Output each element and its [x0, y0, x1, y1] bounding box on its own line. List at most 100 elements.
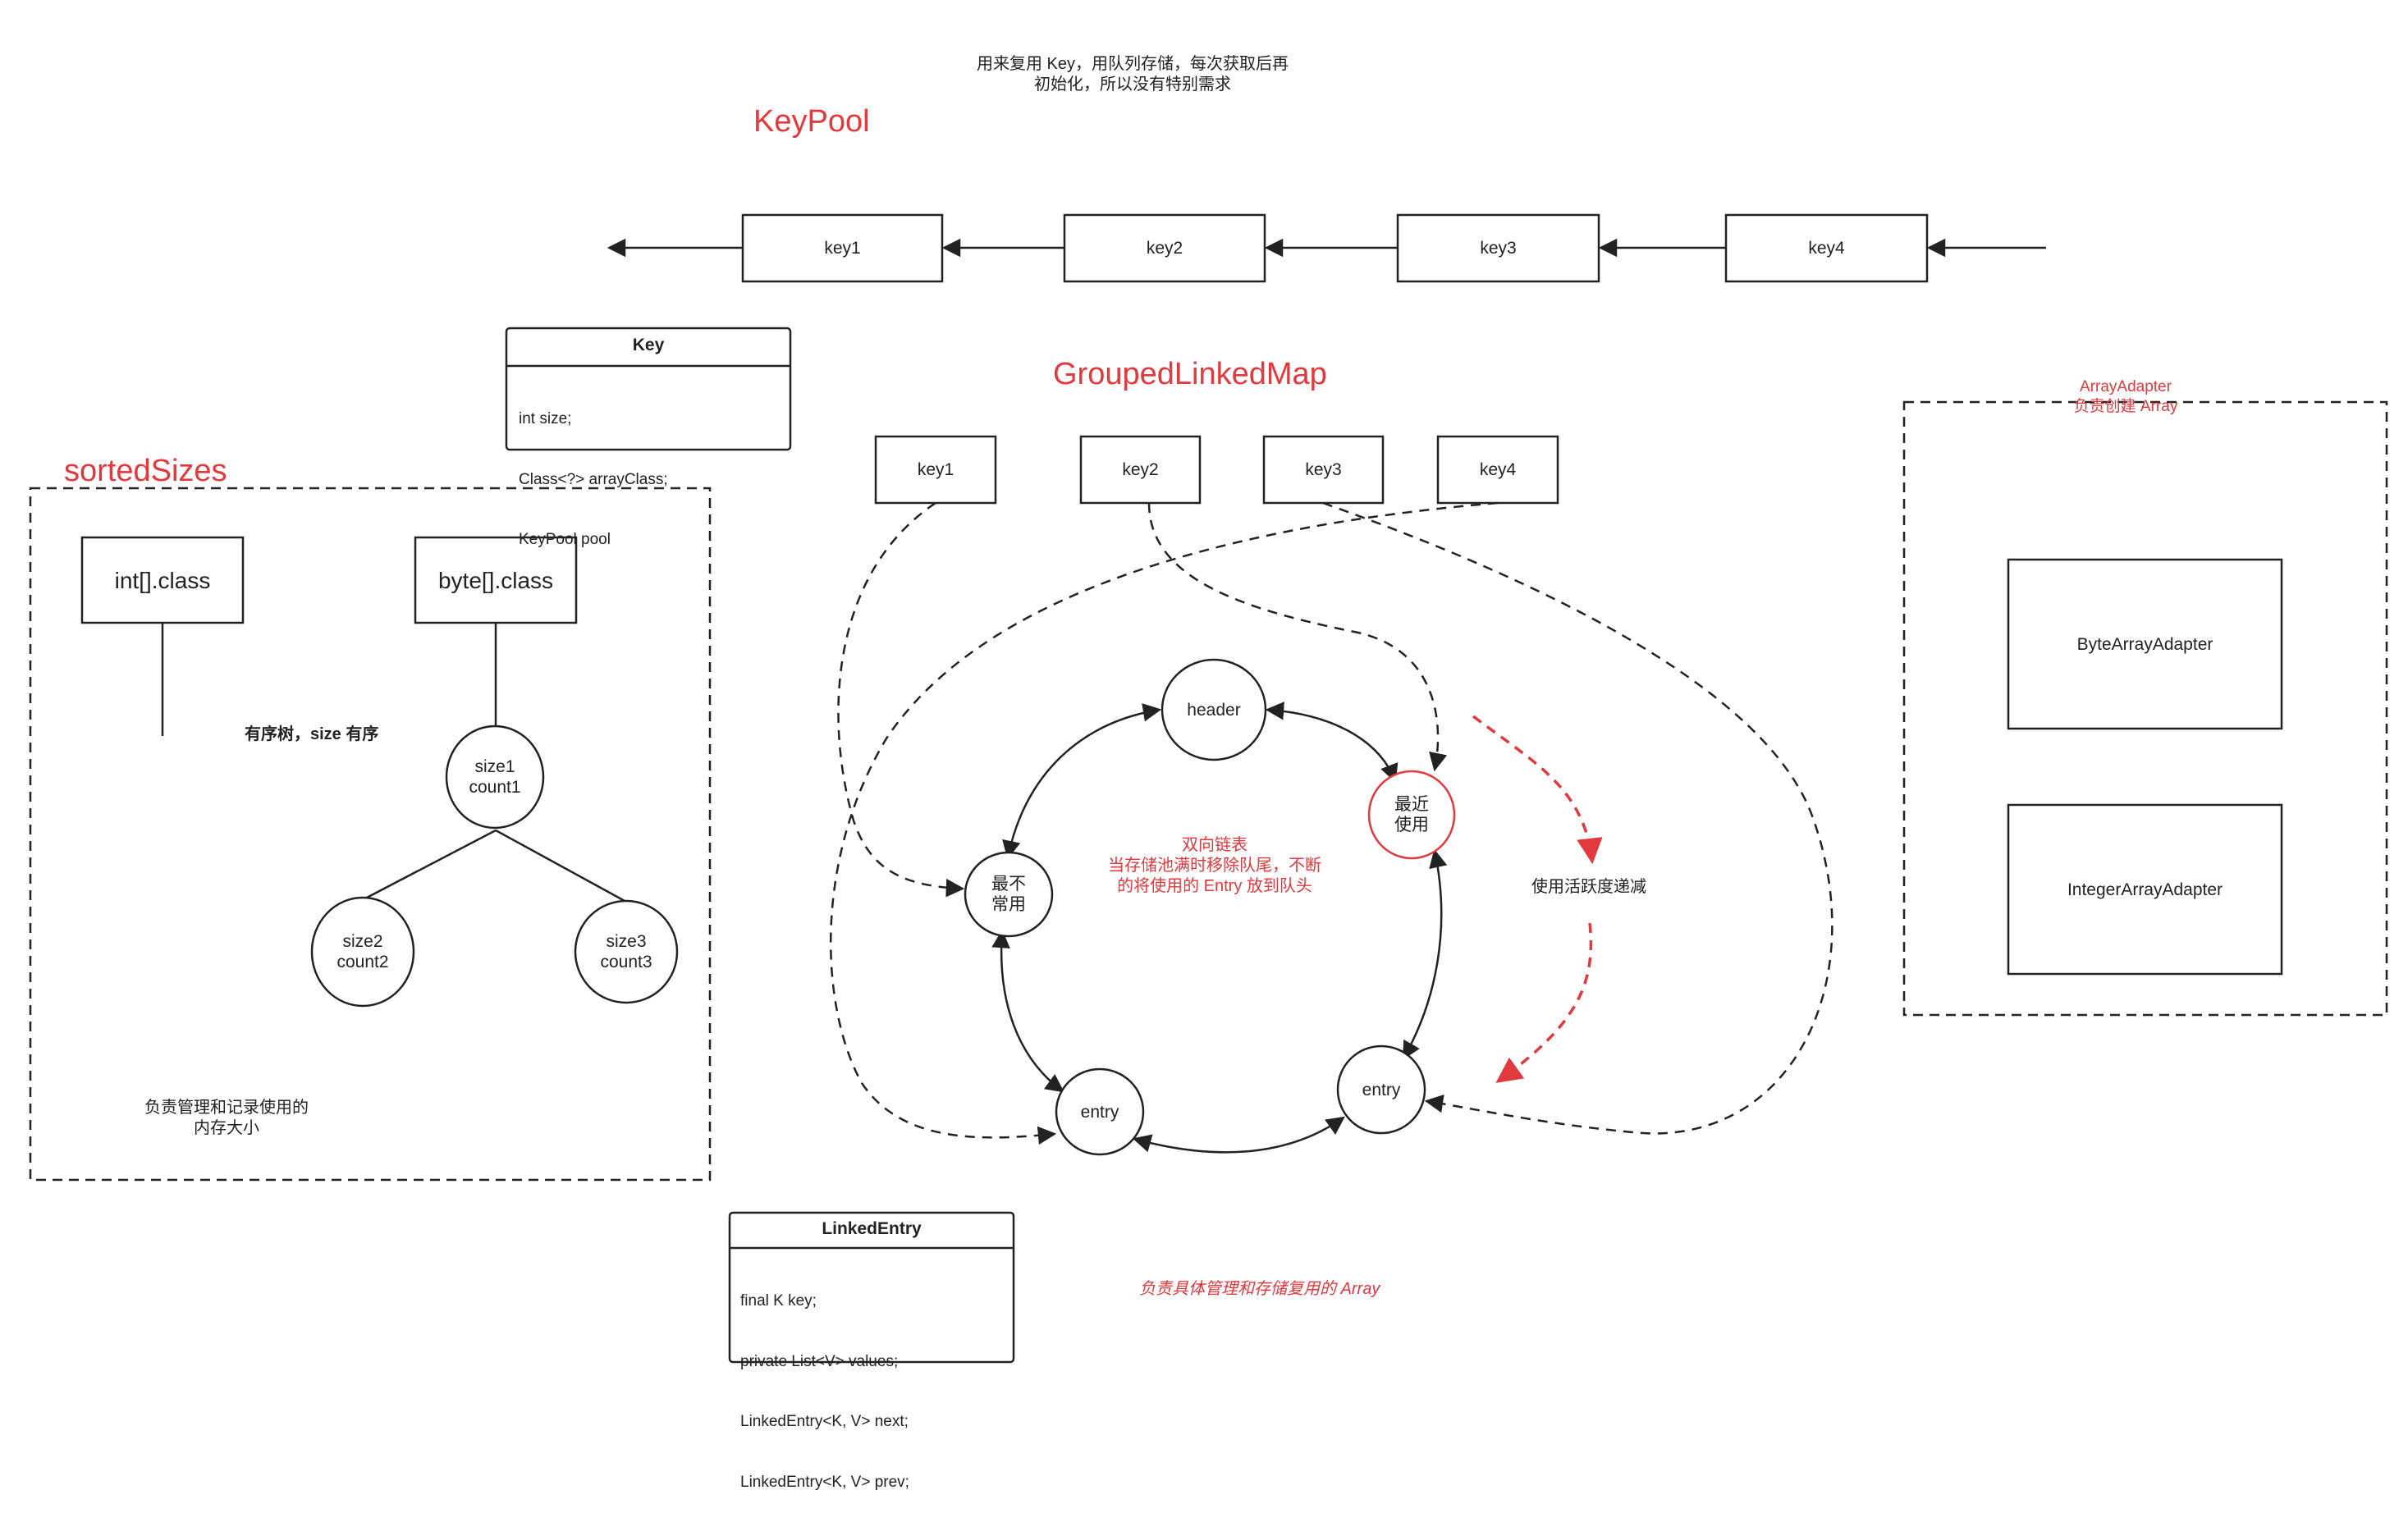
tree-node-size2 — [310, 896, 415, 1008]
node-line: count2 — [336, 953, 389, 971]
ring-header-recent — [1265, 702, 1399, 784]
activity-arrow-lower — [1495, 922, 1593, 1083]
diagram-canvas — [29, 213, 2388, 1364]
ring-node-recent-used — [1367, 770, 1456, 860]
integer-array-adapter-label: IntegerArrayAdapter — [2067, 880, 2223, 899]
keypool-key1-box — [741, 213, 944, 283]
integer-array-adapter-box — [2007, 803, 2283, 976]
glm-key1-label: key1 — [917, 460, 955, 479]
ring-least-entryleft — [991, 929, 1064, 1093]
tree-edge-right — [495, 829, 627, 903]
sorted-sizes-desc-line2: 内存大小 — [194, 1119, 259, 1137]
byte-array-adapter-label: ByteArrayAdapter — [2076, 634, 2213, 654]
key3-to-entry-right-arrow — [1322, 501, 1833, 1135]
keypool-queue — [607, 213, 2046, 283]
sorted-sizes-desc: 负责管理和记录使用的 内存大小 — [144, 1098, 309, 1139]
keypool-key4-label: key4 — [1808, 239, 1845, 258]
node-line: 最不 — [991, 875, 1026, 894]
sorted-sizes-title: sortedSizes — [64, 454, 227, 488]
key-field: int size; — [519, 410, 572, 427]
glm-key4-box — [1436, 435, 1559, 505]
tree-node-size3-label: size3 count3 — [575, 901, 677, 1003]
linked-entry-class-box — [728, 1211, 1015, 1364]
key1-to-least-arrow — [837, 501, 965, 898]
keypool-key2-label: key2 — [1146, 239, 1183, 258]
keypool-key3-box — [1396, 213, 1600, 283]
array-adapter-title-line2: 负责创建 Array — [2073, 398, 2178, 415]
int-class-label: int[].class — [114, 567, 211, 593]
array-adapter-title-line1: ArrayAdapter — [2080, 378, 2172, 395]
node-line: 最近 — [1394, 795, 1429, 814]
ring-least-used-label: 最不 常用 — [965, 852, 1052, 936]
glm-center-note: 双向链表 当存储池满时移除队尾，不断 的将使用的 Entry 放到队头 — [1092, 835, 1338, 897]
center-note-line: 双向链表 — [1182, 836, 1247, 854]
node-line: count3 — [600, 953, 652, 971]
keypool-key1-label: key1 — [824, 239, 861, 258]
node-line: 常用 — [991, 895, 1026, 914]
activity-note: 使用活跃度递减 — [1531, 878, 1646, 896]
ring-recent-used-label: 最近 使用 — [1369, 771, 1454, 858]
keypool-key3-label: key3 — [1480, 239, 1517, 258]
ring-node-entry-left — [1055, 1067, 1145, 1156]
tree-node-size3 — [574, 899, 679, 1004]
activity-arrow-upper — [1472, 715, 1603, 865]
ring-entryleft-entryright — [1132, 1116, 1345, 1154]
key2-to-recent-arrow — [1147, 502, 1448, 772]
node-line: size3 — [606, 932, 647, 951]
linked-entry-class-name: LinkedEntry — [822, 1219, 922, 1238]
byte-array-adapter-box — [2007, 558, 2283, 730]
keypool-title: KeyPool — [753, 104, 870, 139]
array-adapter-container — [1902, 400, 2388, 1017]
linked-entry-field: LinkedEntry<K, V> next; — [740, 1413, 909, 1430]
tree-node-size2-label: size2 count2 — [312, 898, 414, 1006]
linked-entry-field: final K key; — [740, 1292, 817, 1310]
center-note-line: 的将使用的 Entry 放到队头 — [1117, 877, 1312, 895]
glm-key1-box — [874, 435, 997, 505]
sorted-sizes-desc-line1: 负责管理和记录使用的 — [144, 1099, 309, 1117]
byte-class-box — [414, 536, 578, 624]
glm-key3-label: key3 — [1305, 460, 1342, 479]
keypool-note-line2: 初始化，所以没有特别需求 — [1034, 75, 1231, 94]
node-line: 使用 — [1394, 816, 1429, 834]
ring-recent-entryright — [1402, 848, 1448, 1060]
key-field: KeyPool pool — [519, 531, 611, 548]
key-class-fields: int size; Class<?> arrayClass; KeyPool p… — [519, 369, 668, 570]
node-line: count1 — [469, 778, 521, 797]
tree-node-size1 — [445, 725, 545, 830]
glm-key3-box — [1262, 435, 1385, 505]
array-adapter-title: ArrayAdapter 负责创建 Array — [2044, 377, 2208, 417]
ring-header-least — [1002, 703, 1162, 860]
key-field: Class<?> arrayClass; — [519, 470, 668, 488]
ring-node-header — [1161, 658, 1267, 761]
key-class-box — [505, 327, 792, 451]
glm-key4-label: key4 — [1479, 460, 1517, 479]
linked-entry-field: LinkedEntry<K, V> prev; — [740, 1473, 909, 1491]
glm-key-links — [829, 501, 1833, 1145]
key-class-name: Key — [632, 336, 665, 354]
linked-entry-class-fields: final K key; private List<V> values; Lin… — [740, 1251, 909, 1513]
glm-title: GroupedLinkedMap — [1053, 357, 1327, 391]
glm-bottom-note: 负责具体管理和存储复用的 Array — [1139, 1280, 1380, 1298]
int-class-box — [80, 536, 245, 624]
keypool-note: 用来复用 Key，用队列存储，每次获取后再 初始化，所以没有特别需求 — [952, 54, 1313, 95]
node-line: size1 — [474, 757, 515, 776]
glm-key2-box — [1079, 435, 1202, 505]
byte-class-label: byte[].class — [437, 567, 554, 593]
glm-ring — [964, 658, 1456, 1156]
tree-edge-left — [364, 829, 497, 900]
glm-keys — [874, 435, 1559, 505]
glm-key2-label: key2 — [1122, 460, 1159, 479]
node-line: size2 — [342, 932, 383, 951]
center-note-line: 当存储池满时移除队尾，不断 — [1108, 857, 1321, 875]
ring-entry-right-label: entry — [1362, 1080, 1401, 1099]
tree-note: 有序树，size 有序 — [245, 725, 379, 743]
ring-node-least-used — [964, 851, 1054, 938]
ring-entry-left-label: entry — [1080, 1102, 1119, 1122]
keypool-note-line1: 用来复用 Key，用队列存储，每次获取后再 — [976, 55, 1289, 73]
keypool-key2-box — [1063, 213, 1266, 283]
ring-header-label: header — [1187, 700, 1241, 720]
activity-arrows — [1472, 715, 1603, 1083]
key4-to-entry-left-arrow — [829, 501, 1499, 1145]
sorted-sizes-container — [29, 487, 712, 1182]
linked-entry-field: private List<V> values; — [740, 1352, 899, 1370]
